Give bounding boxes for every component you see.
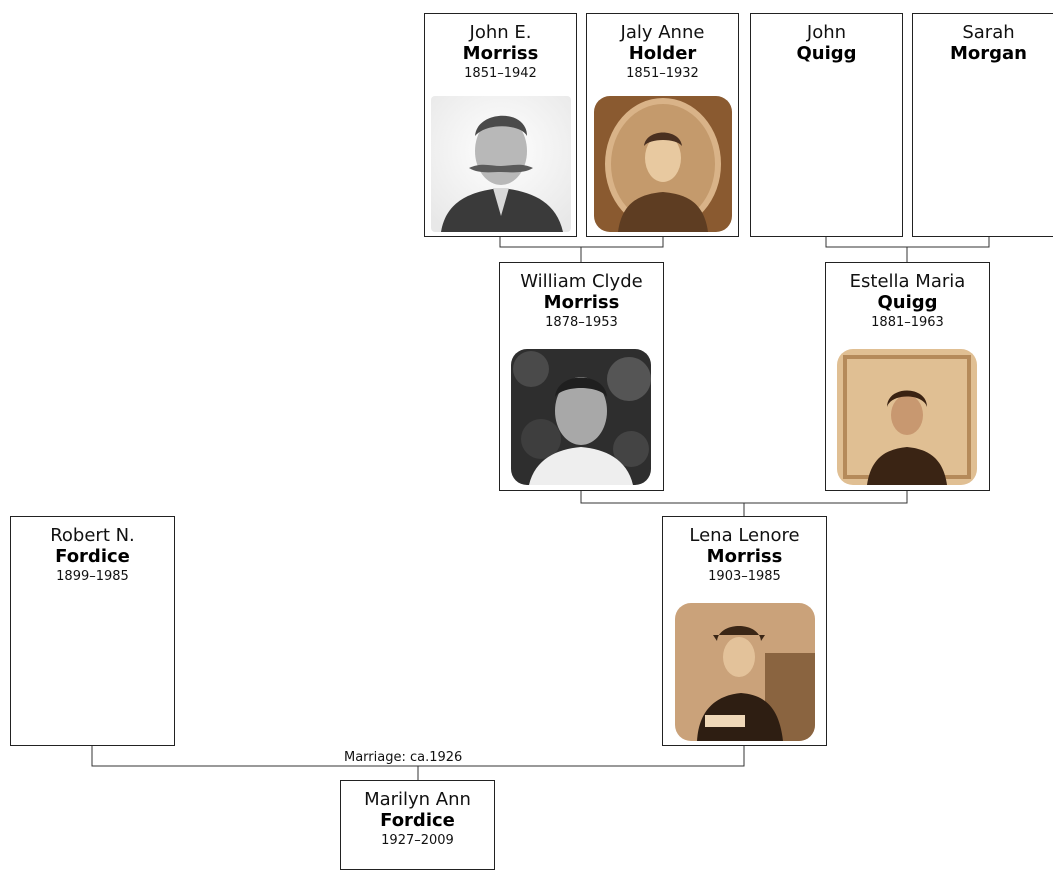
surname: Morgan [949, 43, 1027, 64]
person-card-robert-fordice[interactable]: Robert N. Fordice 1899–1985 [10, 516, 175, 746]
life-dates: 1881–1963 [871, 315, 944, 330]
portrait-photo [837, 349, 977, 485]
given-name: Estella Maria [849, 271, 966, 292]
life-dates: 1927–2009 [381, 833, 454, 848]
given-name: Marilyn Ann [364, 789, 471, 810]
person-card-estella-quigg[interactable]: Estella Maria Quigg 1881–1963 [825, 262, 990, 491]
life-dates: 1851–1942 [464, 66, 537, 81]
surname: Quigg [877, 292, 938, 313]
marriage-label: Marriage: ca.1926 [342, 750, 465, 765]
connector-william-estella [580, 490, 908, 504]
connector-morriss-holder [499, 236, 664, 248]
surname: Fordice [380, 810, 455, 831]
surname: Fordice [55, 546, 130, 567]
person-card-marilyn-fordice[interactable]: Marilyn Ann Fordice 1927–2009 [340, 780, 495, 870]
surname: Morriss [706, 546, 783, 567]
surname: Morriss [462, 43, 539, 64]
portrait-photo [431, 96, 571, 232]
person-card-william-morriss[interactable]: William Clyde Morriss 1878–1953 [499, 262, 664, 491]
surname: Quigg [796, 43, 857, 64]
surname: Morriss [543, 292, 620, 313]
person-card-sarah-morgan[interactable]: Sarah Morgan [912, 13, 1053, 237]
person-card-john-morriss[interactable]: John E. Morriss 1851–1942 [424, 13, 577, 237]
given-name: Robert N. [50, 525, 135, 546]
given-name: William Clyde [520, 271, 643, 292]
life-dates: 1899–1985 [56, 569, 129, 584]
surname: Holder [628, 43, 697, 64]
life-dates: 1851–1932 [626, 66, 699, 81]
portrait-photo [594, 96, 732, 232]
person-card-jaly-holder[interactable]: Jaly Anne Holder 1851–1932 [586, 13, 739, 237]
given-name: John [806, 22, 847, 43]
given-name: Jaly Anne [620, 22, 705, 43]
life-dates: 1903–1985 [708, 569, 781, 584]
person-card-lena-morriss[interactable]: Lena Lenore Morriss 1903–1985 [662, 516, 827, 746]
portrait-photo [511, 349, 651, 485]
given-name: Lena Lenore [689, 525, 800, 546]
person-card-john-quigg[interactable]: John Quigg [750, 13, 903, 237]
portrait-photo [675, 603, 815, 741]
connector-quigg-morgan [825, 236, 990, 248]
life-dates: 1878–1953 [545, 315, 618, 330]
given-name: Sarah [962, 22, 1015, 43]
given-name: John E. [469, 22, 532, 43]
